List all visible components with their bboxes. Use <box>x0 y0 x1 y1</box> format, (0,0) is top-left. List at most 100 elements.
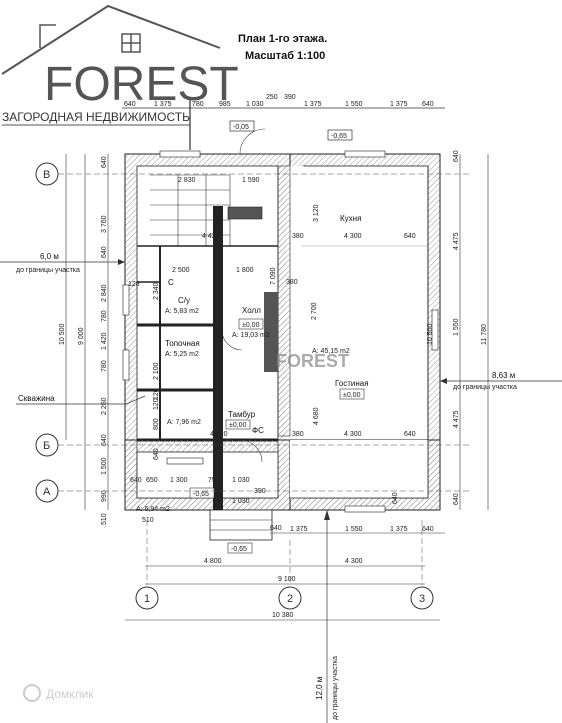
svg-text:2: 2 <box>287 593 293 605</box>
dim-left-6: 780 <box>101 360 108 372</box>
plan-scale: Масштаб 1:100 <box>245 50 325 62</box>
room-living-area: А: 45,15 m2 <box>312 348 350 355</box>
inner-dimensions: 2 830 1 590 4 420 380 4 300 640 2 500 1 … <box>128 177 416 532</box>
svg-text:В: В <box>43 169 50 181</box>
room-porch-area: А: 6,94 m2 <box>136 506 170 513</box>
brand-logo: FOREST ЗАГОРОДНАЯ НЕДВИЖИМОСТЬ <box>1 4 239 150</box>
right-distance: 8,63 м <box>492 371 515 380</box>
level-porch-b: -0,65 <box>231 546 247 553</box>
chimney-icon <box>39 24 56 48</box>
axis-bubble-a: А <box>35 479 59 503</box>
dim-650: 650 <box>146 477 158 484</box>
bottom-dimensions: 1 375 1 550 1 375 640 4 800 4 300 9 100 … <box>125 526 445 621</box>
dim-left-9000: 9 000 <box>78 327 85 345</box>
room-living: Гостиная <box>335 379 369 388</box>
room-wc-area: А: 5,83 m2 <box>165 308 199 315</box>
well-label: Скважина <box>18 394 55 403</box>
room-vestibule: Тамбур <box>228 410 256 419</box>
left-distance: 6,0 м <box>40 252 59 261</box>
dim-right-4: 640 <box>453 493 460 505</box>
dim-left-11: 510 <box>101 513 108 525</box>
dim-4800: 4 800 <box>204 558 222 565</box>
axis-bubble-2: 2 <box>278 586 302 610</box>
dim-1800: 1 800 <box>236 267 254 274</box>
dim-1030a: 1 030 <box>232 477 250 484</box>
right-distance-note: до границы участка <box>453 384 517 391</box>
axis-bubble-b: Б <box>35 433 59 457</box>
dim-380a: 380 <box>292 233 304 240</box>
dim-top-2: 780 <box>192 101 204 108</box>
center-watermark: FOREST <box>276 351 349 371</box>
dim-top-1: 1 375 <box>154 101 172 108</box>
dim-380c: 380 <box>292 431 304 438</box>
dim-640c: 640 <box>130 477 142 484</box>
dim-640e: 640 <box>153 448 160 460</box>
dim-top-7: 1 375 <box>304 101 322 108</box>
dim-left-9: 1 500 <box>101 457 108 475</box>
dim-4300a: 4 300 <box>344 233 362 240</box>
dim-2340: 2 340 <box>153 282 160 300</box>
axis-bubble-1: 1 <box>135 586 159 610</box>
plan-title: План 1-го этажа. <box>238 33 327 45</box>
top-dimensions: 640 1 375 780 985 1 030 250 390 1 375 1 … <box>122 94 445 109</box>
dim-left-10: 990 <box>101 490 108 502</box>
dim-120b: 120 <box>153 398 160 410</box>
dim-4300: 4 300 <box>345 558 363 565</box>
dim-left-2: 640 <box>101 246 108 258</box>
level-porch-a: -0,65 <box>193 491 209 498</box>
dim-380b: 380 <box>286 279 298 286</box>
svg-text:1: 1 <box>144 593 150 605</box>
bottom-distance-note: до границы участка <box>332 656 339 720</box>
dim-7090: 7 090 <box>270 267 277 285</box>
dim-2700: 2 700 <box>311 302 318 320</box>
dim-top-10: 640 <box>422 101 434 108</box>
dim-4420a: 4 420 <box>202 233 220 240</box>
dim-120a: 120 <box>153 388 160 400</box>
dim-left-0: 640 <box>101 156 108 168</box>
room-vestibule-level: ±0,00 <box>229 422 247 429</box>
dim-right-total: 10 500 <box>427 323 434 345</box>
bottom-distance: 12,0 м <box>315 677 324 700</box>
left-dimensions: 640 3 760 640 2 840 780 1 420 780 2 260 … <box>59 154 109 525</box>
dim-left-1: 3 760 <box>101 215 108 233</box>
room-hall: Холл <box>242 306 261 315</box>
svg-text:Б: Б <box>43 440 50 452</box>
dim-left-5: 1 420 <box>101 332 108 350</box>
dim-right-0: 640 <box>453 150 460 162</box>
dim-top-8: 1 550 <box>345 101 363 108</box>
svg-text:3: 3 <box>419 593 425 605</box>
dim-left-7: 2 260 <box>101 397 108 415</box>
porch-steps <box>209 509 273 541</box>
dim-left-8: 640 <box>101 434 108 446</box>
room-fs: ФС <box>252 426 264 435</box>
room-living-level: ±0,00 <box>343 392 361 399</box>
dim-640a: 640 <box>404 233 416 240</box>
left-distance-note: до границы участка <box>16 267 80 274</box>
dim-top-0: 640 <box>124 101 136 108</box>
dim-left-4: 780 <box>101 310 108 322</box>
dim-790: 790 <box>208 477 220 484</box>
dim-bottom-3: 1 375 <box>390 526 408 533</box>
level-top-right: -0,65 <box>331 133 347 140</box>
dim-left-total: 10 500 <box>59 323 66 345</box>
footer-watermark: Домклик <box>23 684 94 702</box>
dim-390: 390 <box>254 488 266 495</box>
brand-subtitle: ЗАГОРОДНАЯ НЕДВИЖИМОСТЬ <box>2 110 190 124</box>
axis-bubble-3: 3 <box>410 586 434 610</box>
dim-right-1: 4 475 <box>453 232 460 250</box>
axis-bubble-v: В <box>35 162 59 186</box>
dim-1030b: 1 030 <box>232 498 250 505</box>
room-boiler-area: А: 5,25 m2 <box>165 351 199 358</box>
room-c: С <box>168 278 174 287</box>
dim-bottom-1: 1 375 <box>290 526 308 533</box>
domclick-icon <box>23 684 41 702</box>
dim-bottom-2: 1 550 <box>345 526 363 533</box>
dim-bottom-4: 640 <box>422 526 434 533</box>
dim-right-3: 4 475 <box>453 410 460 428</box>
dim-640b: 640 <box>404 431 416 438</box>
dim-top-3: 985 <box>219 101 231 108</box>
dim-top-5: 250 <box>266 94 278 101</box>
dim-510: 510 <box>142 517 154 524</box>
front-door-swing <box>239 128 266 155</box>
